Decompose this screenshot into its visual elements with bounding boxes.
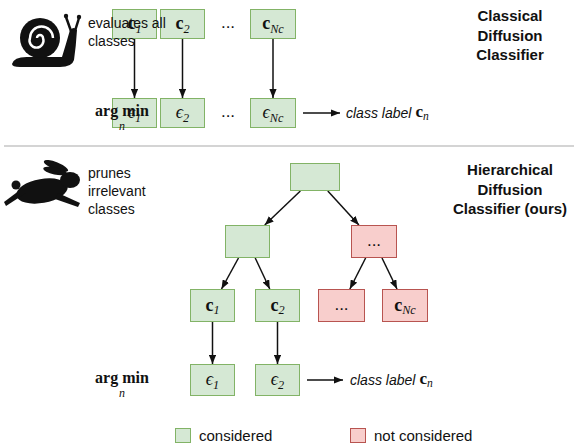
- class-symbol: ϵNc: [263, 103, 284, 123]
- class-box: ϵNc: [250, 98, 296, 128]
- arrow: [277, 322, 279, 364]
- divider: [4, 145, 574, 146]
- arrow: [350, 258, 366, 289]
- operator: arg min: [92, 101, 152, 122]
- operator-index: n: [92, 386, 152, 402]
- legend-swatch: [175, 428, 191, 443]
- result-symbol: cn: [415, 101, 428, 123]
- legend-swatch: [350, 428, 366, 443]
- title: Hierarchical Diffusion Classifier (ours): [450, 160, 570, 219]
- class-symbol: cNc: [394, 296, 416, 316]
- class-symbol: cNc: [262, 14, 284, 34]
- class-box: [290, 163, 340, 191]
- result-text: class label: [346, 104, 411, 122]
- ellipsis: ...: [367, 232, 381, 251]
- arrow: [255, 258, 270, 289]
- class-box: ...: [351, 225, 397, 258]
- rabbit-icon: [4, 158, 80, 208]
- class-symbol: c1: [205, 296, 219, 316]
- ellipsis: ...: [208, 12, 248, 34]
- operator: arg min: [92, 368, 152, 389]
- legend-text: considered: [199, 426, 272, 446]
- class-box: ϵ1: [190, 364, 235, 396]
- arrow: [222, 258, 239, 289]
- class-box: c2: [255, 289, 300, 322]
- result-arrow: [303, 112, 340, 114]
- description: evaluates all classes: [88, 14, 166, 50]
- arrow: [212, 322, 214, 364]
- class-box: cNc: [250, 9, 296, 39]
- class-box: ...: [318, 289, 365, 322]
- ellipsis: ...: [208, 101, 248, 123]
- class-box: cNc: [382, 289, 428, 322]
- class-symbol: c2: [270, 296, 284, 316]
- class-box: c2: [160, 9, 205, 39]
- legend-text: not considered: [374, 426, 472, 446]
- class-symbol: ϵ1: [206, 370, 219, 390]
- arrow: [272, 39, 274, 98]
- class-box: [225, 225, 270, 258]
- result-text: class label: [350, 371, 415, 389]
- class-box: ϵ2: [255, 364, 300, 396]
- arrow: [265, 191, 301, 225]
- class-symbol: ϵ2: [176, 103, 189, 123]
- ellipsis: ...: [334, 296, 348, 315]
- arrow: [328, 191, 359, 225]
- class-box: c1: [190, 289, 235, 322]
- title: Classical Diffusion Classifier: [450, 6, 570, 65]
- result-arrow: [307, 379, 343, 381]
- arrow: [182, 39, 184, 98]
- operator-index: n: [92, 119, 152, 135]
- result-symbol: cn: [419, 368, 432, 390]
- snail-icon: [12, 14, 81, 67]
- arrow: [382, 258, 397, 289]
- description: prunes irrelevant classes: [88, 164, 166, 219]
- class-symbol: c2: [175, 14, 189, 34]
- class-symbol: ϵ2: [271, 370, 284, 390]
- class-box: ϵ2: [160, 98, 205, 128]
